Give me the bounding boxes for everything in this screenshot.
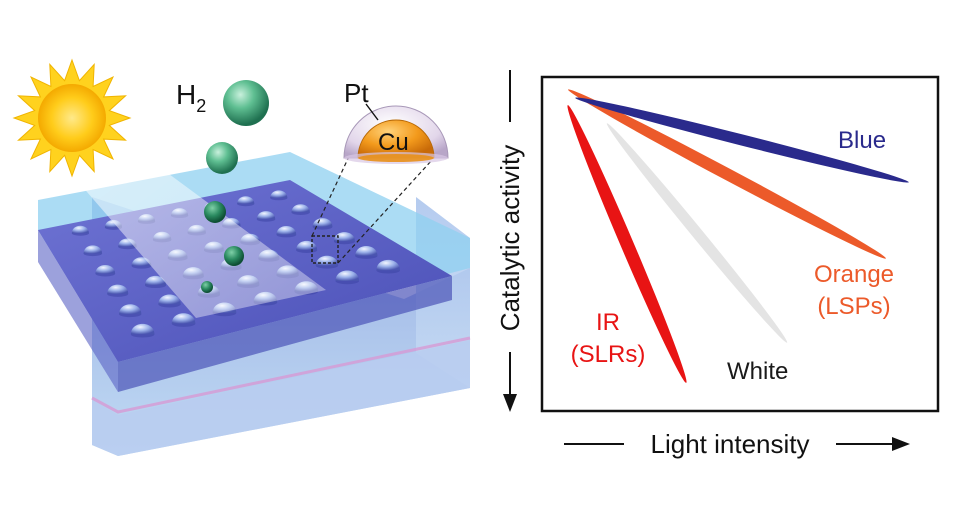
pt-label: Pt — [344, 78, 369, 108]
nanoparticle-bump — [333, 232, 355, 242]
substrate-bottom-band — [92, 340, 470, 456]
zoom-line — [337, 159, 433, 264]
h2-bubble — [204, 201, 226, 223]
cu-label: Cu — [378, 129, 409, 156]
series-label-orange: Orange — [814, 261, 894, 288]
h2-bubble — [201, 281, 213, 293]
nanoparticle-bump — [119, 304, 142, 315]
nanoparticle-bump — [130, 323, 155, 335]
y-axis-label: Catalytic activity — [495, 145, 525, 331]
zoom-box — [311, 235, 339, 264]
activity-plot: Blue Orange (LSPs) White IR (SLRs) Catal… — [495, 70, 940, 459]
h2-bubble — [224, 246, 244, 266]
nanoparticle-bump — [376, 259, 400, 271]
pt-leader-line — [365, 103, 379, 121]
nanoparticle-bump — [276, 225, 297, 235]
light-beam — [68, 126, 326, 318]
nanoparticle-bump — [312, 218, 333, 227]
nanoparticle-bump — [71, 225, 89, 234]
substrate-front-edge — [38, 230, 118, 392]
series-white-line — [606, 123, 788, 343]
h2-label: H2 — [176, 79, 206, 116]
substrate-illustration: H2 Pt Cu — [12, 58, 471, 456]
x-axis-arrowhead — [892, 437, 910, 451]
substrate-right-edge — [118, 276, 452, 392]
h2-bubble — [223, 80, 269, 126]
series-blue-line — [575, 97, 909, 183]
nanoparticle-bump — [237, 196, 255, 204]
y-axis-arrowhead — [503, 394, 517, 412]
nanoparticle-bump — [270, 190, 288, 198]
series-ir-line — [567, 105, 687, 383]
series-label-ir-sub: (SLRs) — [571, 341, 646, 368]
nanoparticle-bump — [256, 211, 276, 220]
h2-bubble — [206, 142, 238, 174]
series-label-orange-sub: (LSPs) — [817, 293, 890, 320]
interface-line — [91, 336, 471, 414]
series-label-ir: IR — [596, 309, 620, 336]
nanoparticle-bump — [291, 204, 310, 213]
zoom-line — [311, 149, 353, 237]
nanoparticle-bump — [335, 270, 360, 281]
x-axis-label: Light intensity — [651, 429, 810, 459]
nanoparticle-bump — [171, 313, 196, 324]
nanoparticle-bump — [145, 275, 167, 286]
nanoparticle-bump — [315, 255, 339, 266]
sun-icon — [12, 58, 132, 178]
nanoparticle-bump — [107, 284, 129, 294]
nanoparticle-bump — [83, 245, 103, 254]
series-label-blue: Blue — [838, 127, 886, 154]
series-orange-line — [568, 89, 886, 259]
core-shell-particle — [343, 105, 449, 164]
series-label-white: White — [727, 358, 788, 385]
plot-frame — [540, 75, 940, 413]
nanoparticle-bump — [296, 240, 318, 251]
nanoparticle-bump — [158, 294, 181, 305]
nanoparticle-bump — [355, 245, 378, 256]
nanoparticle-bump — [95, 265, 116, 274]
